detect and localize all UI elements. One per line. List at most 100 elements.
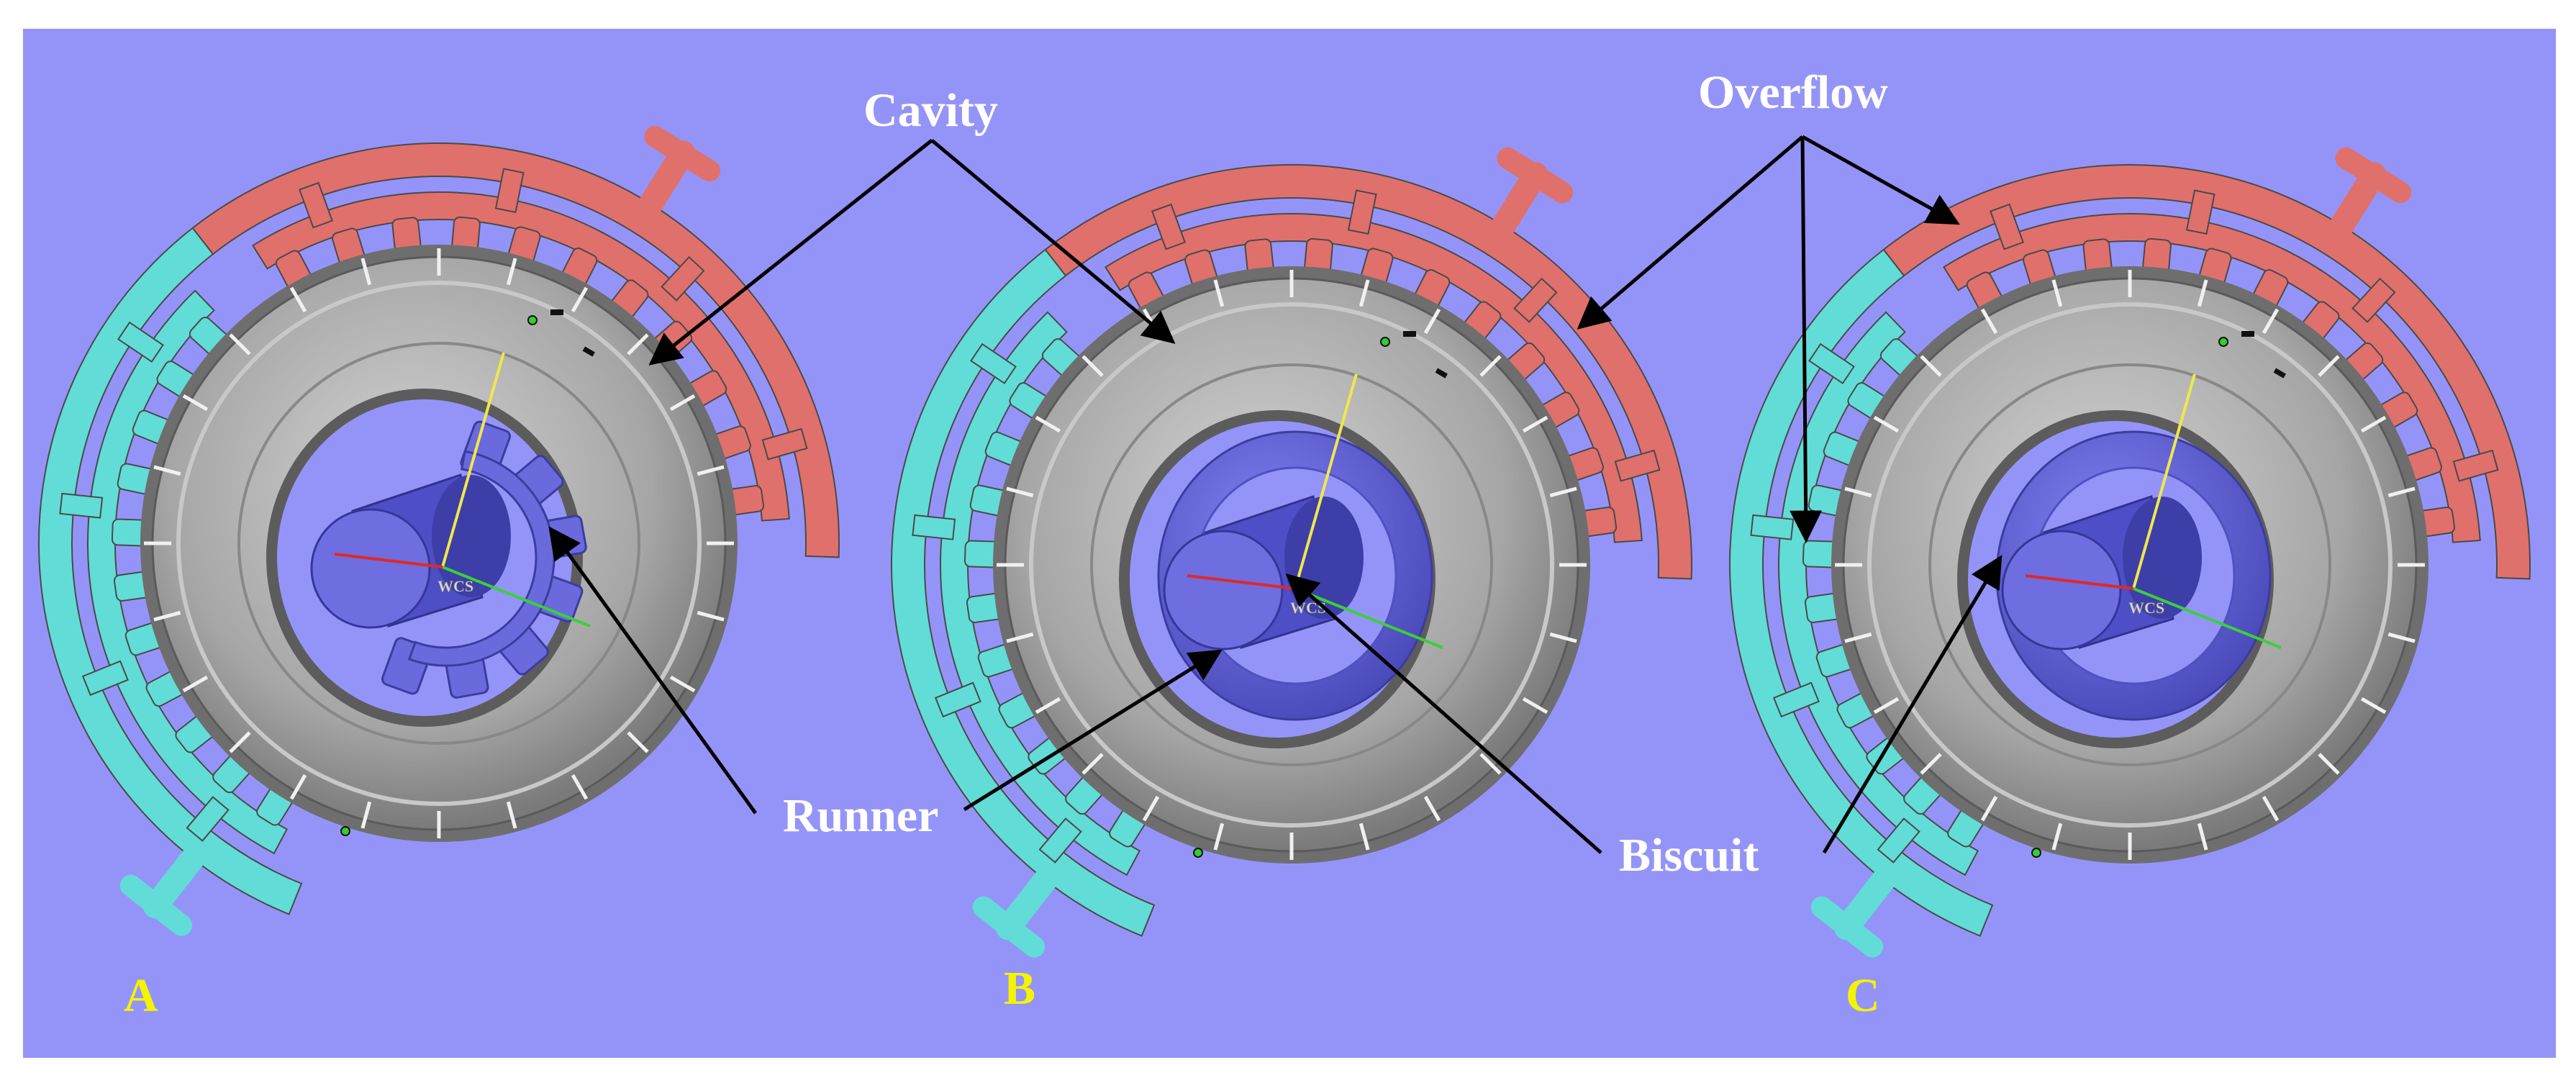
marker-slot (2273, 368, 2286, 379)
cavity-rib-tick (182, 394, 209, 412)
overflow-top-connector (661, 255, 705, 302)
cavity-rib-tick (2318, 753, 2340, 775)
overflow-bottom-outer-runner (891, 248, 1156, 937)
label-biscuit: Biscuit (1619, 829, 1759, 882)
arrow-runner-b (963, 649, 1223, 812)
biscuit-face (2001, 530, 2122, 651)
cavity-rib-tick (627, 333, 649, 355)
label-cavity: Cavity (863, 84, 998, 137)
biscuit-end (2123, 497, 2202, 619)
overflow-bottom-connector (912, 514, 956, 540)
cavity-rib-tick (1035, 697, 1061, 715)
cavity-rib-tick (2197, 823, 2208, 851)
overflow-top-outer-runner (1882, 163, 2531, 580)
marker-bottom (1193, 848, 1203, 858)
axis-x (334, 553, 443, 568)
panel-a: WCS (38, 125, 840, 936)
overflow-bottom-connector (1772, 681, 1820, 718)
runner-open-ring (407, 450, 555, 667)
cavity-rib-tick (1081, 355, 1104, 377)
panel-letter-a: A (124, 969, 158, 1022)
cavity-rib-tick (506, 258, 517, 286)
cavity-rib-tick (1980, 795, 1998, 822)
cavity-rib-tick (153, 610, 181, 622)
cavity-rib-tick (1980, 308, 1998, 335)
overflow-bottom-connector (186, 796, 230, 842)
marker-bottom (340, 826, 350, 836)
marker-bottom (2031, 848, 2041, 858)
cavity-rib-tick (1359, 823, 1370, 851)
overflow-bottom-connector (81, 660, 129, 697)
marker-slot (582, 346, 595, 357)
overflow-top-connector (761, 427, 808, 461)
label-runner: Runner (783, 789, 938, 842)
wcs-label: WCS (2128, 599, 2164, 617)
overflow-top-stem-cap (644, 125, 721, 182)
axis-z (442, 566, 591, 627)
cavity-rib-tick (1479, 753, 1502, 775)
overflow-top-connector (1614, 449, 1661, 482)
cavity-rib-tick (1844, 632, 1872, 643)
cavity-step (1090, 363, 1493, 766)
biscuit-face (310, 508, 431, 629)
overflow-top-connector (298, 181, 334, 229)
cavity-inner-rib (1867, 302, 2393, 828)
overflow-top-connector (494, 168, 525, 214)
cavity-inner-rib (1029, 302, 1554, 828)
cavity-rib-tick (1423, 308, 1441, 335)
cavity-rib-tick (1873, 415, 1900, 433)
marker-slot (1403, 331, 1416, 337)
cavity-rib-tick (2262, 795, 2280, 822)
cavity-rib-tick (1522, 697, 1548, 715)
axis-y (1294, 373, 1358, 589)
cavity-rib-tick (1873, 697, 1900, 715)
cavity-rib-tick (229, 731, 251, 753)
cavity-rib-tick (1549, 486, 1577, 498)
cavity-rib-tick (1522, 415, 1548, 433)
cavity-rib-tick (697, 610, 725, 622)
panel-letter-b: B (1004, 962, 1035, 1015)
cavity-rib-tick (289, 774, 307, 800)
cavity-step (237, 342, 640, 745)
cavity-rib-tick (229, 333, 251, 355)
label-overflow: Overflow (1698, 66, 1888, 119)
marker-top (2218, 337, 2228, 347)
cavity-rib-tick (1423, 795, 1441, 822)
arrow-cavity-a (648, 139, 933, 366)
overflow-top-connector (2351, 277, 2396, 323)
cavity-rib-tick (506, 801, 517, 829)
cavity-rib-tick (571, 286, 589, 313)
axis-y (441, 352, 505, 568)
overflow-bottom-connector (117, 321, 164, 363)
marker-top (527, 315, 538, 325)
biscuit-end (432, 475, 511, 597)
cavity-inner-rib (176, 281, 702, 806)
biscuit-face (1163, 530, 1284, 651)
cavity-rib-tick (2262, 308, 2280, 335)
overflow-bottom-stem-cap (972, 896, 1046, 958)
arrow-runner-a (548, 526, 758, 815)
arrow-overflow-b (1577, 135, 1804, 330)
cavity-rib-tick (1035, 415, 1061, 433)
axis-x (2025, 574, 2134, 590)
wcs-label: WCS (437, 577, 473, 595)
cavity-rib-tick (289, 286, 307, 313)
panel-letter-c: C (1846, 969, 1880, 1022)
cavity-rib-tick (1213, 279, 1225, 307)
cavity-rib-tick (153, 465, 181, 476)
marker-top (1380, 337, 1390, 347)
cavity-rib-tick (2360, 697, 2387, 715)
arrow-biscuit-b (1285, 574, 1602, 854)
overflow-bottom-connector (1877, 817, 1920, 864)
overflow-top-outer-runner (191, 142, 840, 558)
overflow-top-stem-cap (2335, 147, 2412, 204)
overflow-bottom-stem-cap (1810, 896, 1884, 958)
arrow-overflow-c1 (1801, 135, 1960, 225)
overflow-bottom-connector (1038, 817, 1082, 864)
overflow-top-connector (1989, 203, 2025, 250)
cavity-rib-tick (1359, 279, 1370, 307)
overflow-top-outer-runner (1044, 163, 1692, 580)
overflow-bottom-outer-runner (38, 227, 303, 915)
cavity-rib-tick (2051, 823, 2063, 851)
overflow-bottom-connector (970, 343, 1017, 385)
